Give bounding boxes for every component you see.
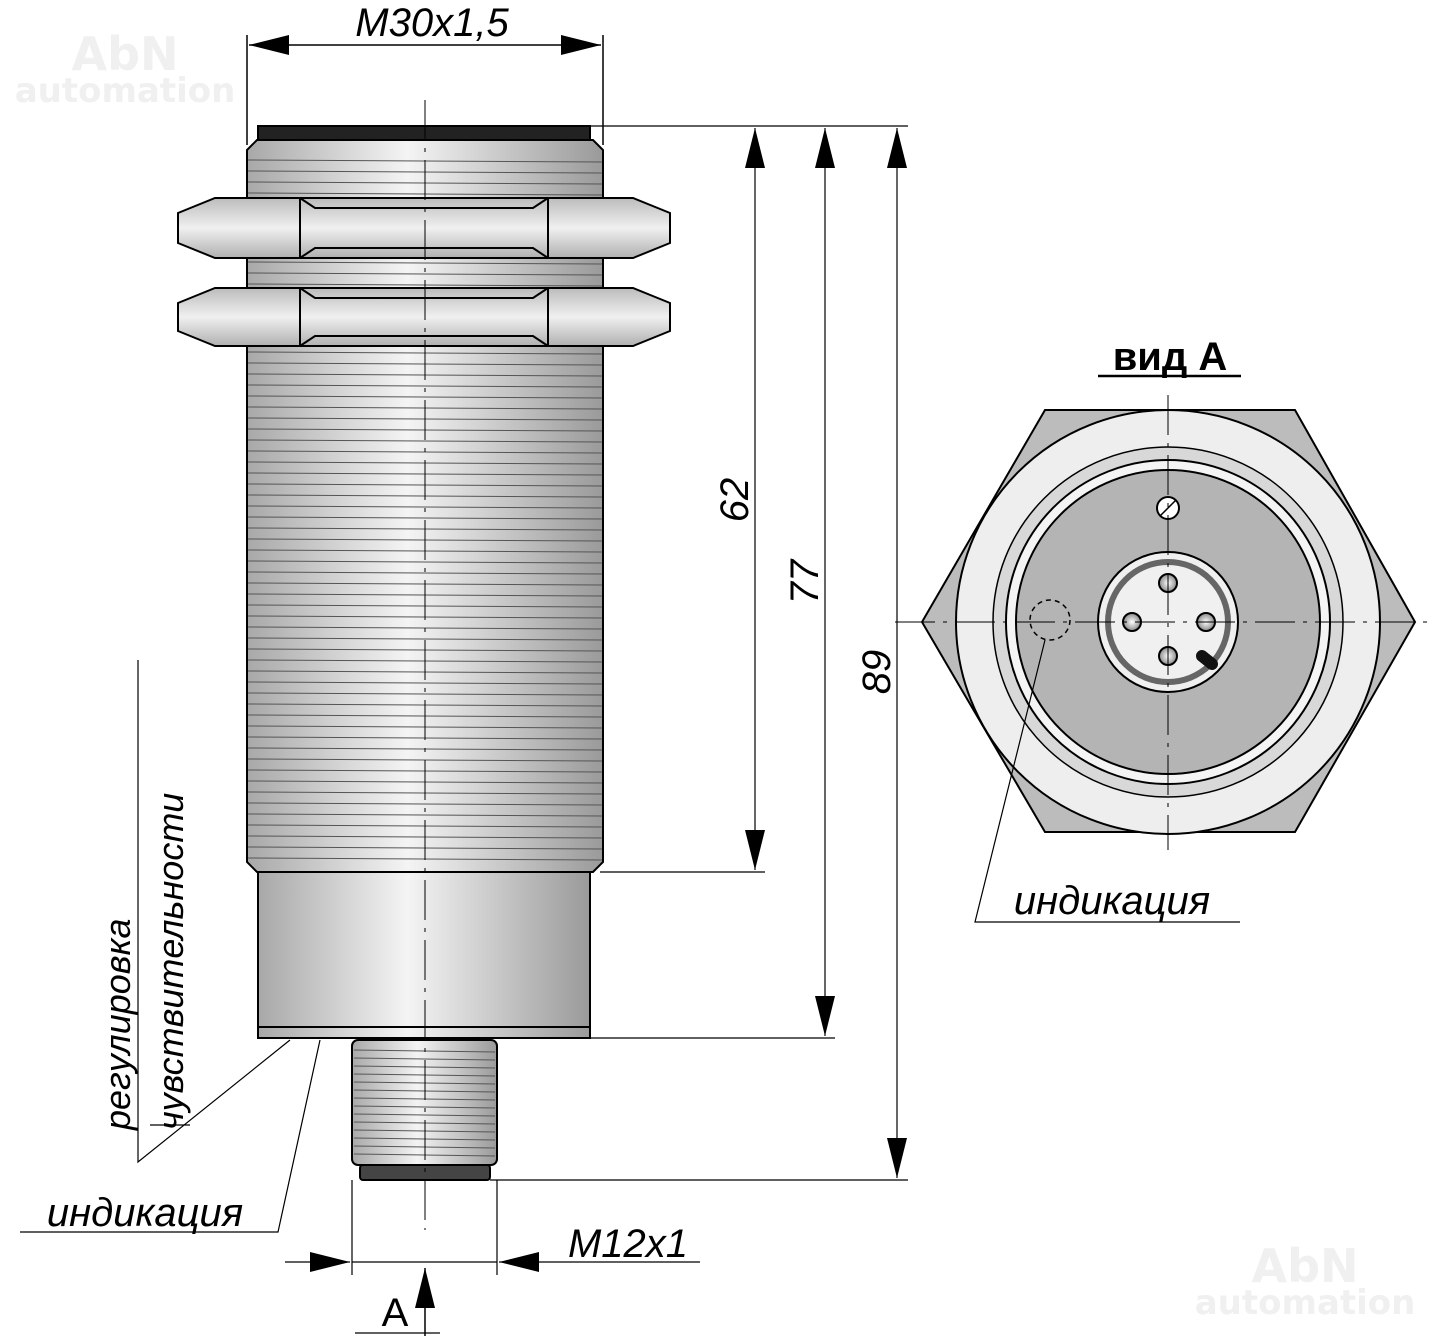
label-sensitivity-2: чувствительности (150, 793, 191, 1130)
thread-line (247, 261, 603, 265)
nut-lower (177, 287, 671, 347)
dimension-label-89: 89 (855, 650, 899, 695)
label-indication-side: индикация (47, 1191, 243, 1235)
watermark-logo: automation (1195, 1283, 1416, 1323)
thread-line (353, 1057, 496, 1061)
view-arrow-label: A (382, 1291, 409, 1335)
thread-line (247, 692, 603, 696)
thread-line (247, 395, 603, 399)
label-indication-view: индикация (1014, 879, 1210, 923)
dimension-label-77: 77 (783, 558, 827, 604)
thread-line (247, 505, 603, 509)
end-view-centerlines (895, 395, 1430, 850)
nut-upper (177, 197, 671, 259)
watermark-logo: AbN (71, 27, 178, 81)
dimension-label-62: 62 (713, 478, 757, 523)
thread-line (247, 813, 603, 817)
thread-line (247, 802, 603, 806)
dimension-m12 (285, 1180, 700, 1275)
thread-line (353, 1113, 496, 1117)
label-sensitivity-1: регулировка (97, 918, 138, 1131)
dimension-m30 (246, 34, 604, 145)
watermark-logo: AbN (1251, 1239, 1358, 1293)
view-a-title: вид А (1113, 335, 1228, 379)
thread-line (247, 439, 603, 443)
sensor-side-view (177, 125, 671, 1181)
leader-indication-view (974, 639, 1240, 923)
thread-line (247, 560, 603, 564)
thread-line (247, 571, 603, 575)
watermark-logo: automation (15, 71, 236, 111)
thread-line (247, 637, 603, 641)
thread-line (247, 681, 603, 685)
thread-line (247, 384, 603, 388)
dimension-lines (490, 125, 908, 1181)
thread-line (247, 516, 603, 520)
thread-line (353, 1105, 496, 1109)
thread-line (247, 272, 603, 276)
dimension-label-m30: M30x1,5 (355, 1, 509, 45)
dimension-label-m12: M12x1 (568, 1222, 688, 1266)
leader-lines (20, 660, 321, 1233)
